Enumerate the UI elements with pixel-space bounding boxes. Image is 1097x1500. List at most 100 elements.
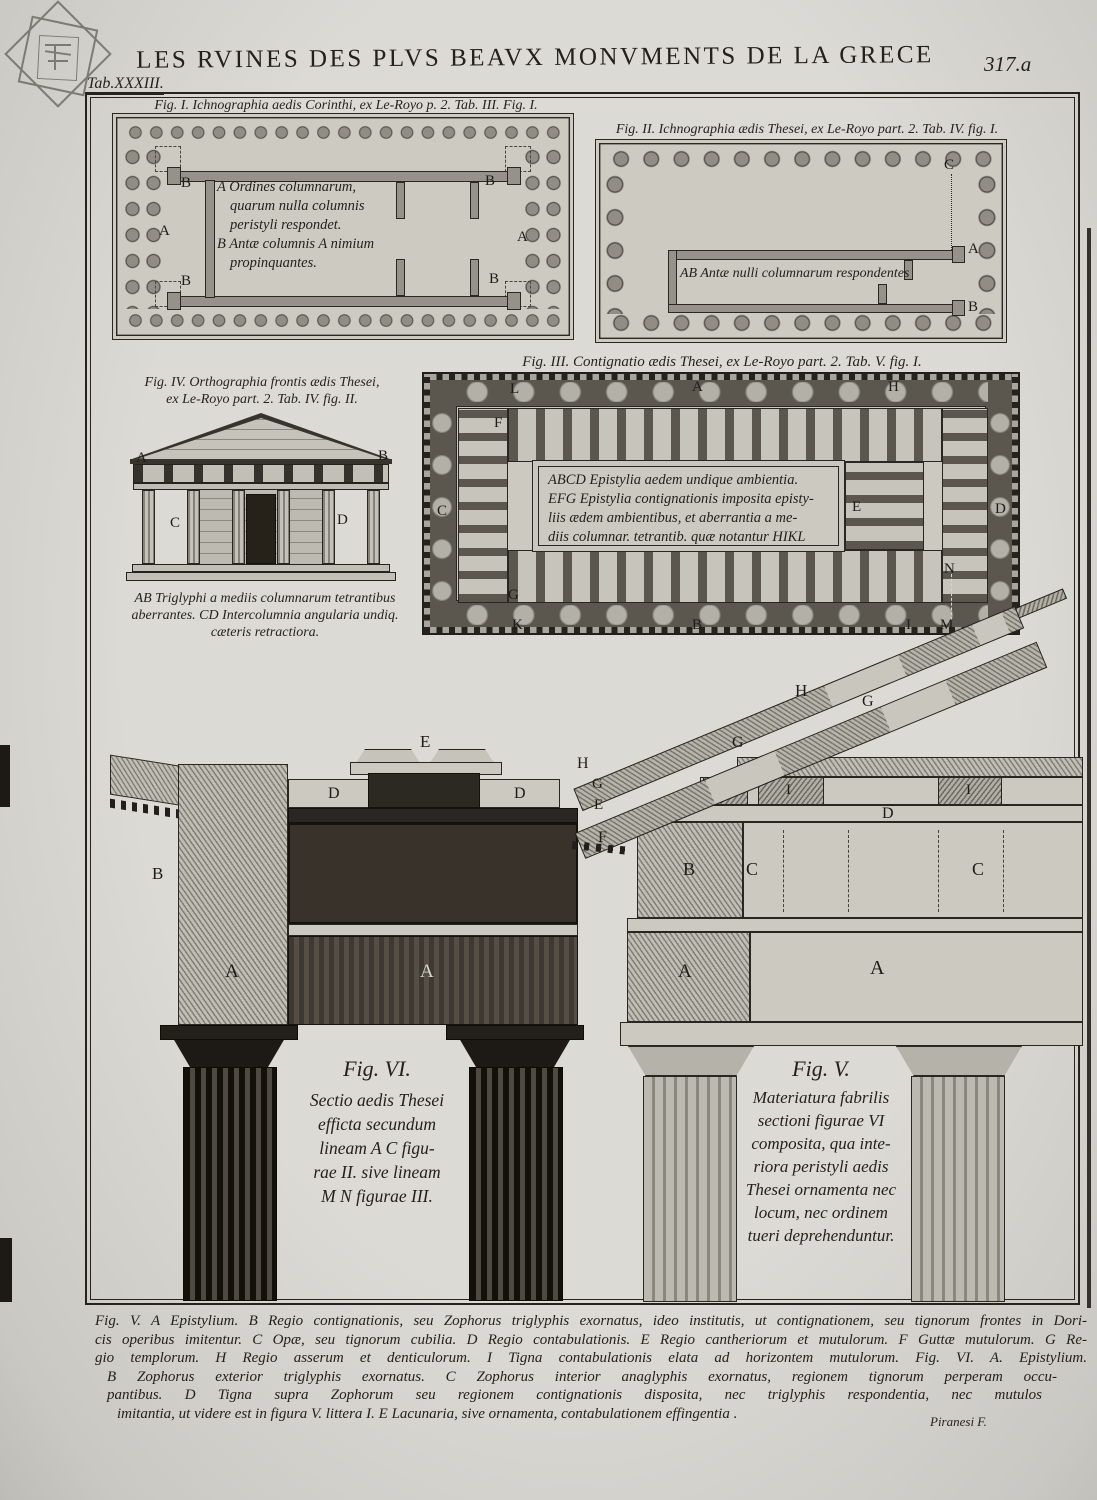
fig5-text-line: riora peristyli aedis: [753, 1157, 889, 1176]
fig6-abacus: [446, 1025, 584, 1040]
fig5-label-a-field: A: [870, 957, 885, 979]
page-edge-mark: [0, 745, 10, 807]
fig3-checker-edge: [424, 374, 1018, 380]
fig3-label-e: E: [852, 499, 862, 515]
fig4-cornice: [130, 459, 392, 464]
fig5-dashed-line: [783, 830, 784, 912]
fig6-echinus: [174, 1040, 284, 1067]
fig5-i-block: [938, 777, 1002, 805]
fig3-label-c: C: [437, 503, 448, 519]
fig6-architrave: [288, 936, 578, 1025]
fig5-label-g-rafter-upper: G: [862, 693, 874, 710]
fig3-caption: Fig. III. Contignatio ædis Thesei, ex Le…: [522, 354, 922, 370]
fig4-column: [232, 490, 245, 564]
fig5-column-shaft: [911, 1076, 1005, 1302]
fig6-text: Fig. VI. Sectio aedis Thesei efficta sec…: [282, 1056, 472, 1208]
fig5-text-line: Materiatura fabrilis: [752, 1088, 890, 1107]
fig3-label-f: F: [494, 415, 503, 431]
fig1-wall-stub: [470, 182, 479, 219]
footer-line: cis operibus imitentur. C Opæ, seu tigno…: [95, 1331, 1087, 1348]
fig4-column: [277, 490, 290, 564]
fig2-caption: Fig. II. Ichnographia ædis Thesei, ex Le…: [615, 122, 999, 137]
fig3-column-dots-bottom: [454, 605, 988, 625]
fig3-label-d: D: [995, 501, 1006, 517]
fig5-text: Fig. V. Materiatura fabrilis sectioni fi…: [732, 1056, 910, 1247]
fig2-cella-wall-south: [668, 304, 956, 313]
fig3-label-b: B: [692, 617, 703, 633]
fig6-title: Fig. VI.: [343, 1056, 411, 1081]
fig3-joists-south: [508, 550, 942, 603]
fig1-column-row-top: [125, 122, 561, 143]
footer-line: pantibus. D Tigna supra Zophorum seu reg…: [107, 1387, 1042, 1403]
fig1-wall-stub: [396, 182, 405, 219]
library-stamp-icon: [0, 0, 125, 130]
fig2-wall-stub: [878, 284, 887, 304]
footer-line: Fig. V. A Epistylium. B Regio contignati…: [95, 1313, 1087, 1329]
fig4-label-b: B: [378, 448, 389, 464]
fig2-column-row-bottom: [606, 312, 996, 334]
fig1-label-a: A: [159, 223, 170, 239]
fig1-note-line: quarum nulla columnis: [230, 198, 365, 214]
fig5-text-line: tueri deprehenduntur.: [747, 1226, 895, 1245]
fig6-text-line: efficta secundum: [317, 1114, 437, 1134]
fig4-caption: Fig. IV. Orthographia frontis ædis These…: [112, 374, 412, 408]
fig3-dashed-line-nm: [951, 574, 952, 620]
fig2-column-row-right: [976, 168, 998, 314]
fig1-label-b: B: [181, 273, 192, 289]
fig1-cella-wall-south: [173, 296, 513, 307]
fig5-label-c-right: C: [972, 859, 985, 879]
fig5-label-g-rafter-lower: G: [732, 734, 744, 751]
fig6-label-e: E: [420, 732, 431, 751]
footer-line: B Zophorus exterior triglyphis exornatus…: [107, 1368, 1057, 1385]
fig1-wall-stub: [396, 259, 405, 296]
fig1-note-line: B Antæ columnis A nimium: [217, 236, 375, 252]
fig6-crown-cap: [430, 749, 494, 763]
fig6-center-block: [368, 773, 480, 808]
fig5-label-b: B: [683, 859, 696, 879]
fig5-column-shaft: [643, 1076, 737, 1302]
fig1-note-line: peristyli respondet.: [230, 217, 342, 233]
fig2-cella-wall-north: [668, 250, 956, 260]
fig6-column-shaft: [183, 1067, 277, 1301]
fig5-label-i-right: I: [966, 782, 971, 798]
artist-signature: Piranesi F.: [930, 1414, 987, 1429]
fig3-joists-east: [942, 408, 988, 603]
fig1-anta: [507, 292, 521, 310]
fig2-label-c: C: [944, 157, 955, 173]
fig3-column-dots-left: [432, 402, 452, 605]
fig1-caption: Fig. I. Ichnographia aedis Corinthi, ex …: [154, 98, 538, 113]
fig4-column: [142, 490, 155, 564]
fig2-dotted-line-c: [951, 174, 952, 250]
tab-label: Tab.XXXIII.: [87, 75, 164, 95]
fig2-plan: AB Antæ nulli columnarum respondentes C …: [595, 139, 1007, 343]
fig4-label-d: D: [337, 512, 348, 528]
fig4-architrave: [133, 483, 389, 490]
page-edge-line: [1087, 228, 1091, 1308]
fig1-label-b: B: [489, 271, 500, 287]
fig5-capital: [628, 1046, 754, 1076]
fig3-label-g: G: [508, 587, 519, 603]
fig2-label-a: A: [968, 241, 979, 257]
plate-frame: [85, 92, 1080, 1305]
fig3-checker-edge: [1012, 374, 1018, 633]
fig1-note-line: propinquantes.: [230, 255, 317, 271]
fig1-anta: [507, 167, 521, 185]
fig3-checker-edge: [424, 627, 1018, 633]
fig6-text-line: rae II. sive lineam: [313, 1162, 441, 1182]
fig1-label-b: B: [485, 173, 496, 189]
fig4-note-line: aberrantes. CD Intercolumnia angularia u…: [131, 608, 399, 623]
fig6-frieze-crown: [288, 808, 578, 823]
fig6-taenia: [288, 924, 578, 936]
fig3-column-dots-right: [990, 402, 1010, 605]
fig2-wall-stub: [904, 260, 913, 280]
footer-line: imitantia, ut videre est in figura V. li…: [117, 1405, 738, 1422]
fig4-label-a: A: [136, 450, 147, 466]
fig5-label-h-rafter: H: [795, 681, 808, 700]
fig6-text-line: Sectio aedis Thesei: [309, 1090, 445, 1110]
fig4-note: AB Triglyphi a mediis columnarum tetrant…: [100, 590, 430, 641]
fig1-anta: [167, 167, 181, 185]
fig6-pier: [178, 764, 288, 1025]
fig4-caption-line: Fig. IV. Orthographia frontis ædis These…: [144, 375, 380, 390]
fig5-label-d: D: [882, 805, 894, 822]
fig4-column: [322, 490, 335, 564]
